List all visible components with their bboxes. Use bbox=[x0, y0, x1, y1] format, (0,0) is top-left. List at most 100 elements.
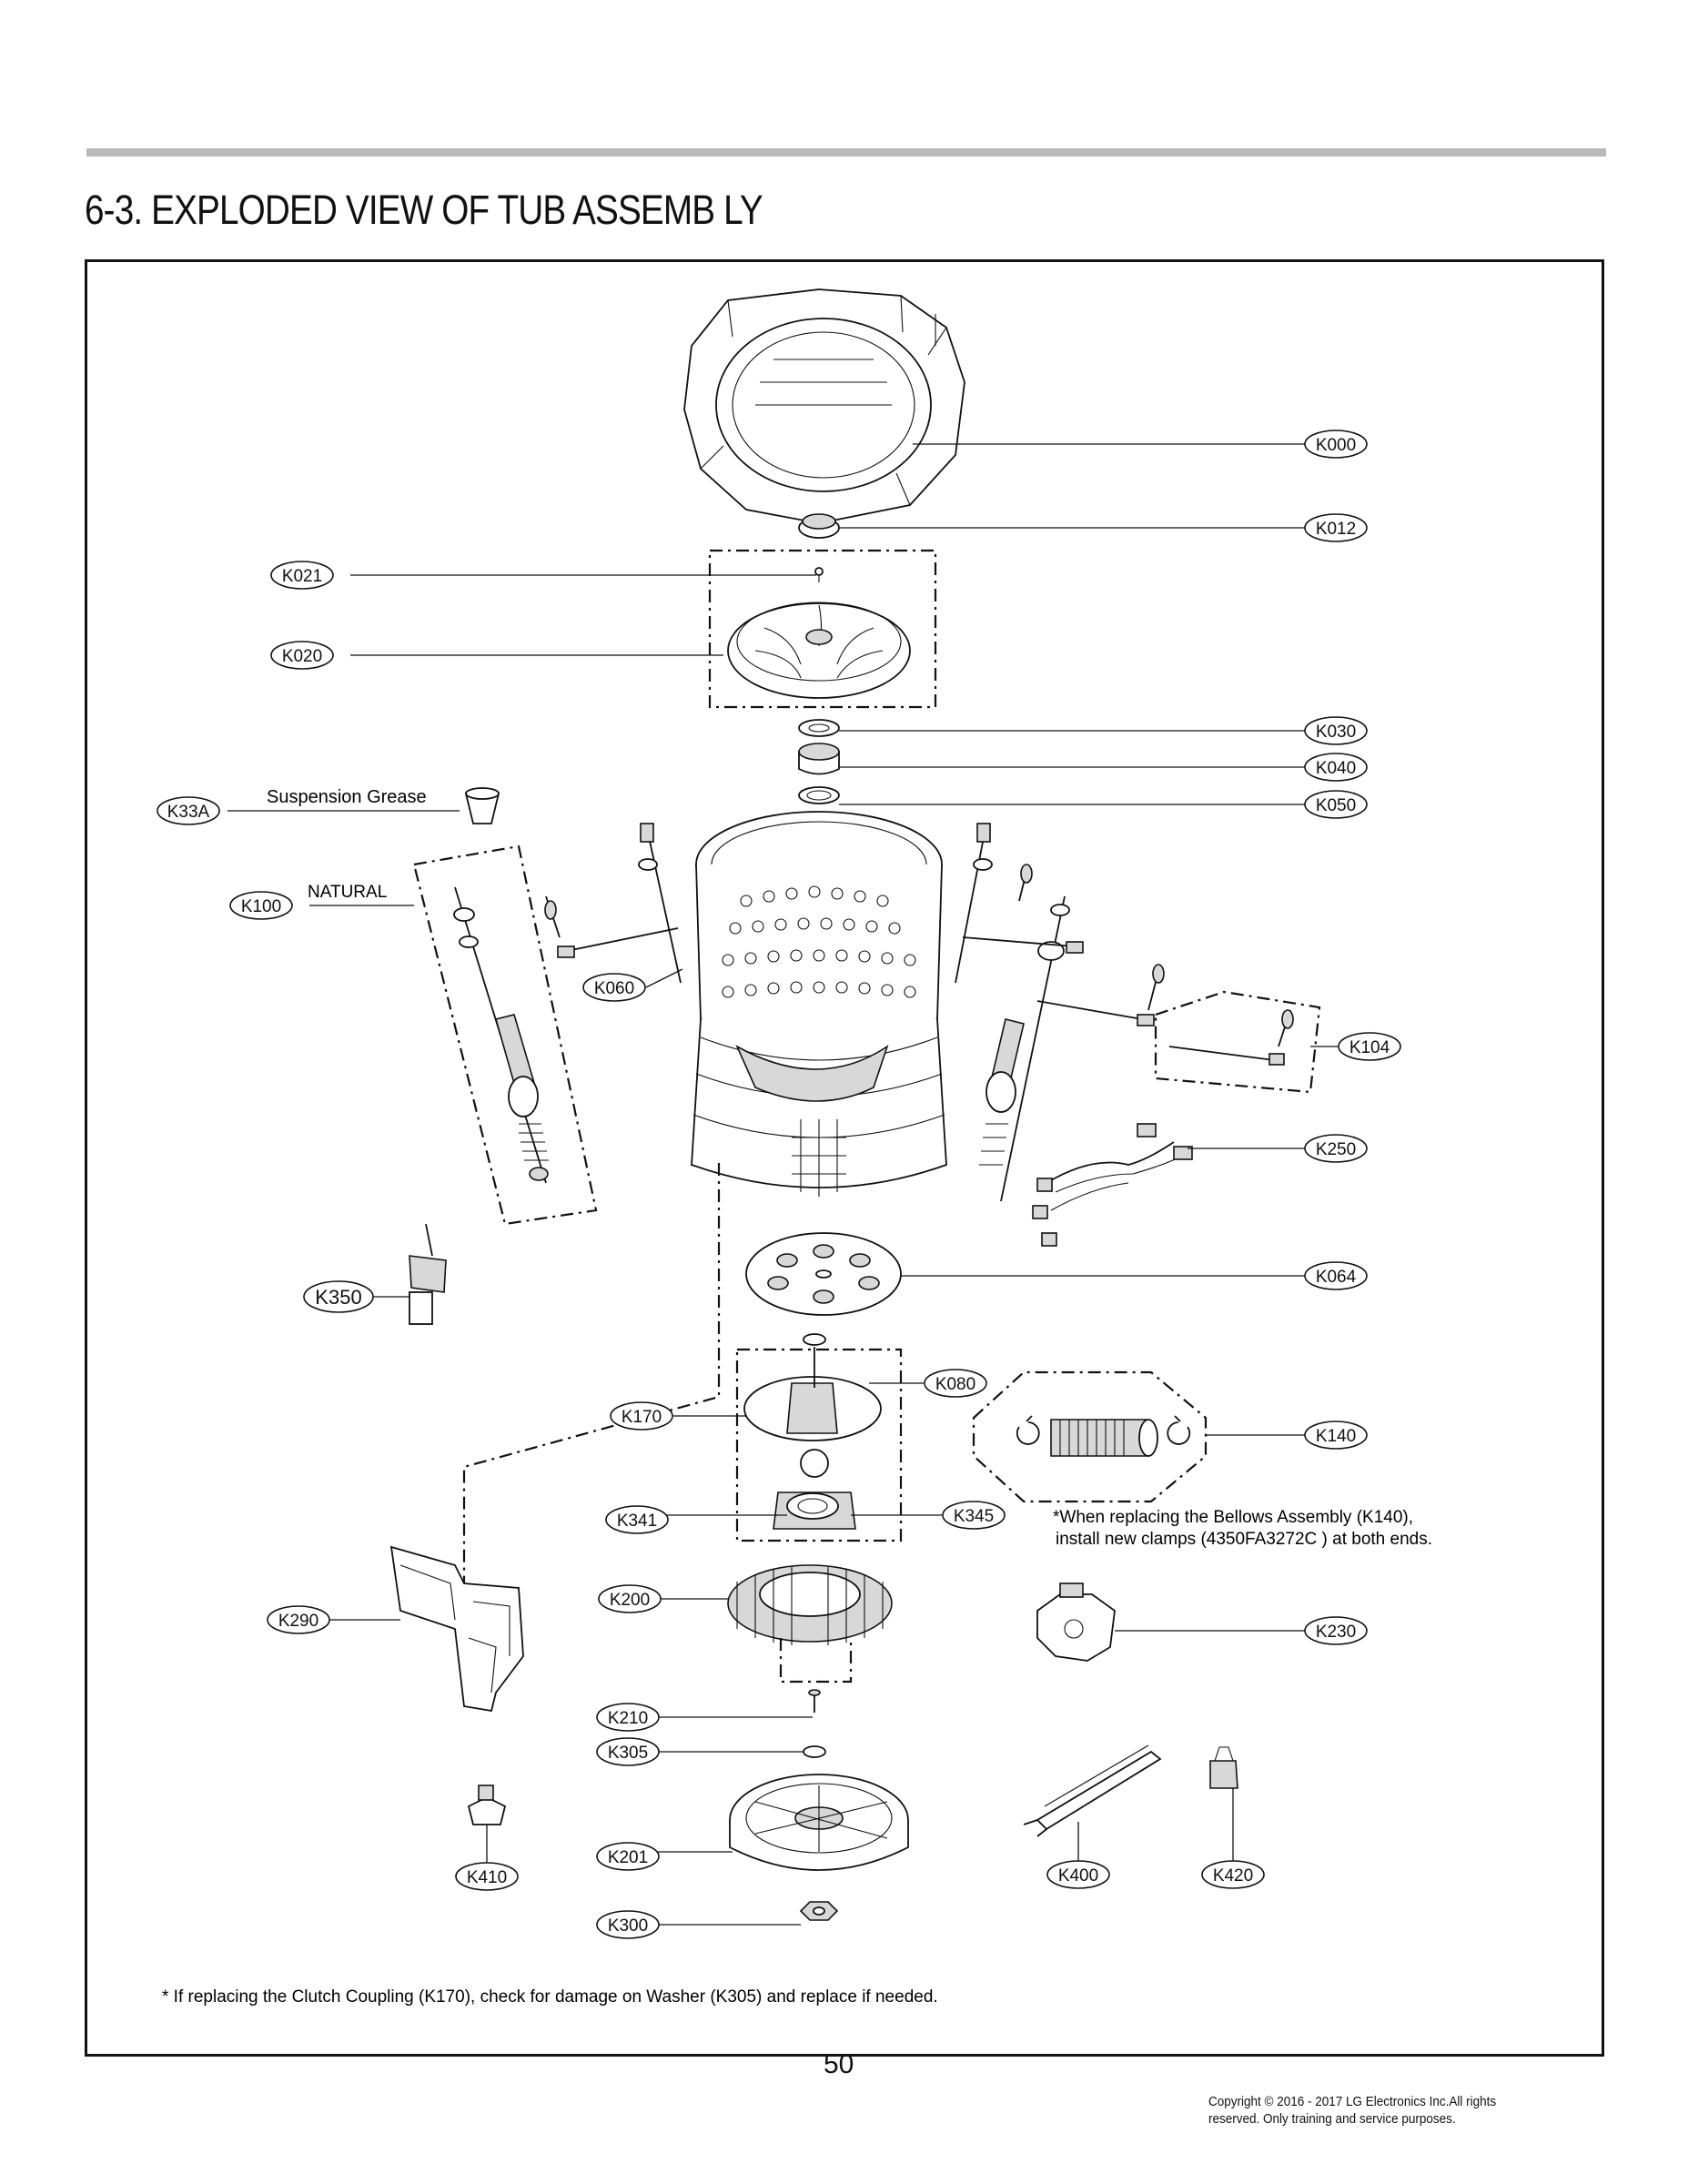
svg-text:K230: K230 bbox=[1316, 1623, 1356, 1642]
right-suspension-part bbox=[955, 823, 1165, 1202]
damper-group-box bbox=[412, 844, 598, 1226]
suspension-grease-note: Suspension Grease bbox=[267, 787, 427, 807]
pump-part bbox=[1036, 1582, 1116, 1662]
clutch-part bbox=[743, 1333, 882, 1530]
washer-stack-part bbox=[798, 719, 840, 804]
svg-text:K420: K420 bbox=[1213, 1866, 1253, 1886]
callout-K350: K350 bbox=[303, 1280, 374, 1313]
svg-text:K350: K350 bbox=[315, 1286, 361, 1309]
svg-text:K000: K000 bbox=[1316, 436, 1356, 455]
svg-text:K410: K410 bbox=[467, 1868, 507, 1887]
leader-lines bbox=[227, 443, 1338, 1926]
callout-K345: K345 bbox=[942, 1501, 1006, 1530]
bellows-part bbox=[1016, 1415, 1191, 1457]
natural-note: NATURAL bbox=[308, 883, 387, 902]
page-number: 50 bbox=[824, 2049, 854, 2079]
svg-text:K021: K021 bbox=[282, 567, 322, 586]
clutch-group-box bbox=[735, 1348, 903, 1542]
svg-text:K012: K012 bbox=[1316, 520, 1356, 539]
heater-part bbox=[1023, 1744, 1162, 1837]
svg-text:K201: K201 bbox=[608, 1848, 648, 1867]
callout-K200: K200 bbox=[598, 1584, 662, 1613]
callout-K040: K040 bbox=[1304, 753, 1368, 782]
callout-K021: K021 bbox=[270, 561, 334, 590]
plate-part bbox=[745, 1232, 902, 1316]
bellows-note-line2: install new clamps (4350FA3272C ) at bot… bbox=[1056, 1530, 1432, 1549]
callout-K210: K210 bbox=[596, 1703, 660, 1732]
copyright: Copyright © 2016 - 2017 LG Electronics I… bbox=[1208, 2093, 1496, 2128]
callout-K300: K300 bbox=[596, 1910, 660, 1939]
callout-K020: K020 bbox=[270, 641, 334, 670]
cap-part bbox=[798, 513, 840, 539]
callout-K080: K080 bbox=[924, 1369, 987, 1398]
callout-K100: K100 bbox=[229, 891, 293, 920]
svg-text:K170: K170 bbox=[622, 1408, 662, 1427]
page-title: 6-3. EXPLODED VIEW OF TUB ASSEMB LY bbox=[85, 187, 763, 233]
callout-K060: K060 bbox=[582, 973, 646, 1002]
svg-text:K305: K305 bbox=[608, 1744, 648, 1763]
callout-K104: K104 bbox=[1338, 1032, 1401, 1061]
stator-part bbox=[727, 1564, 893, 1684]
bracket-part bbox=[389, 1545, 524, 1713]
callout-K410: K410 bbox=[455, 1862, 519, 1891]
svg-text:K250: K250 bbox=[1316, 1140, 1356, 1159]
svg-text:K345: K345 bbox=[954, 1507, 994, 1526]
damper-part bbox=[453, 886, 549, 1184]
clip-part bbox=[1209, 1746, 1238, 1789]
callout-K000: K000 bbox=[1304, 430, 1368, 459]
svg-text:K064: K064 bbox=[1316, 1268, 1357, 1287]
svg-text:K100: K100 bbox=[241, 897, 281, 916]
switch-part bbox=[467, 1785, 507, 1825]
clutch-note: * If replacing the Clutch Coupling (K170… bbox=[162, 1987, 938, 2007]
callout-K305: K305 bbox=[596, 1737, 660, 1766]
callout-K170: K170 bbox=[610, 1401, 673, 1431]
callout-K33A: K33A bbox=[157, 796, 220, 825]
svg-text:K080: K080 bbox=[935, 1375, 975, 1394]
svg-text:K210: K210 bbox=[608, 1709, 648, 1728]
rod-group-box bbox=[1154, 990, 1321, 1094]
callout-K030: K030 bbox=[1304, 716, 1368, 745]
grease-cup-part bbox=[464, 787, 500, 824]
pulsator-group-box bbox=[708, 549, 937, 709]
bolt-part bbox=[803, 1689, 826, 1758]
sensor-part bbox=[409, 1223, 447, 1325]
callout-K341: K341 bbox=[605, 1505, 669, 1534]
svg-text:K290: K290 bbox=[278, 1612, 318, 1631]
svg-text:K020: K020 bbox=[282, 647, 322, 666]
bellows-note-line1: *When replacing the Bellows Assembly (K1… bbox=[1053, 1508, 1413, 1527]
callout-K230: K230 bbox=[1304, 1616, 1368, 1645]
rotor-part bbox=[729, 1774, 909, 1871]
copyright-line-2: reserved. Only training and service purp… bbox=[1208, 2111, 1456, 2127]
callout-K064: K064 bbox=[1304, 1261, 1368, 1290]
svg-text:K050: K050 bbox=[1316, 796, 1356, 815]
svg-text:K341: K341 bbox=[617, 1512, 657, 1531]
bellows-group-box bbox=[972, 1370, 1208, 1503]
svg-text:K040: K040 bbox=[1316, 759, 1356, 778]
svg-text:K104: K104 bbox=[1349, 1038, 1390, 1057]
callout-K400: K400 bbox=[1046, 1860, 1110, 1889]
callout-K140: K140 bbox=[1304, 1421, 1368, 1450]
callout-K250: K250 bbox=[1304, 1134, 1368, 1163]
wire-harness-part bbox=[1032, 1123, 1193, 1247]
left-suspension-rods-part bbox=[544, 823, 682, 984]
callout-K290: K290 bbox=[267, 1605, 330, 1634]
diagram-frame bbox=[85, 259, 1604, 2057]
rod-part bbox=[1168, 1009, 1294, 1066]
svg-text:K400: K400 bbox=[1058, 1866, 1098, 1886]
svg-text:K200: K200 bbox=[610, 1591, 650, 1610]
pulsator-part bbox=[727, 567, 911, 699]
header-rule bbox=[86, 148, 1606, 157]
tub-cover-part bbox=[683, 288, 965, 524]
callout-K012: K012 bbox=[1304, 513, 1368, 542]
svg-text:K300: K300 bbox=[608, 1916, 648, 1936]
svg-text:K33A: K33A bbox=[167, 803, 210, 822]
callout-K420: K420 bbox=[1201, 1860, 1265, 1889]
nut-part bbox=[799, 1901, 839, 1921]
tub-basket-part bbox=[691, 811, 947, 1197]
svg-text:K030: K030 bbox=[1316, 723, 1356, 742]
callout-K050: K050 bbox=[1304, 790, 1368, 819]
svg-text:K060: K060 bbox=[594, 979, 634, 998]
callout-K201: K201 bbox=[596, 1842, 660, 1871]
svg-text:K140: K140 bbox=[1316, 1427, 1356, 1446]
